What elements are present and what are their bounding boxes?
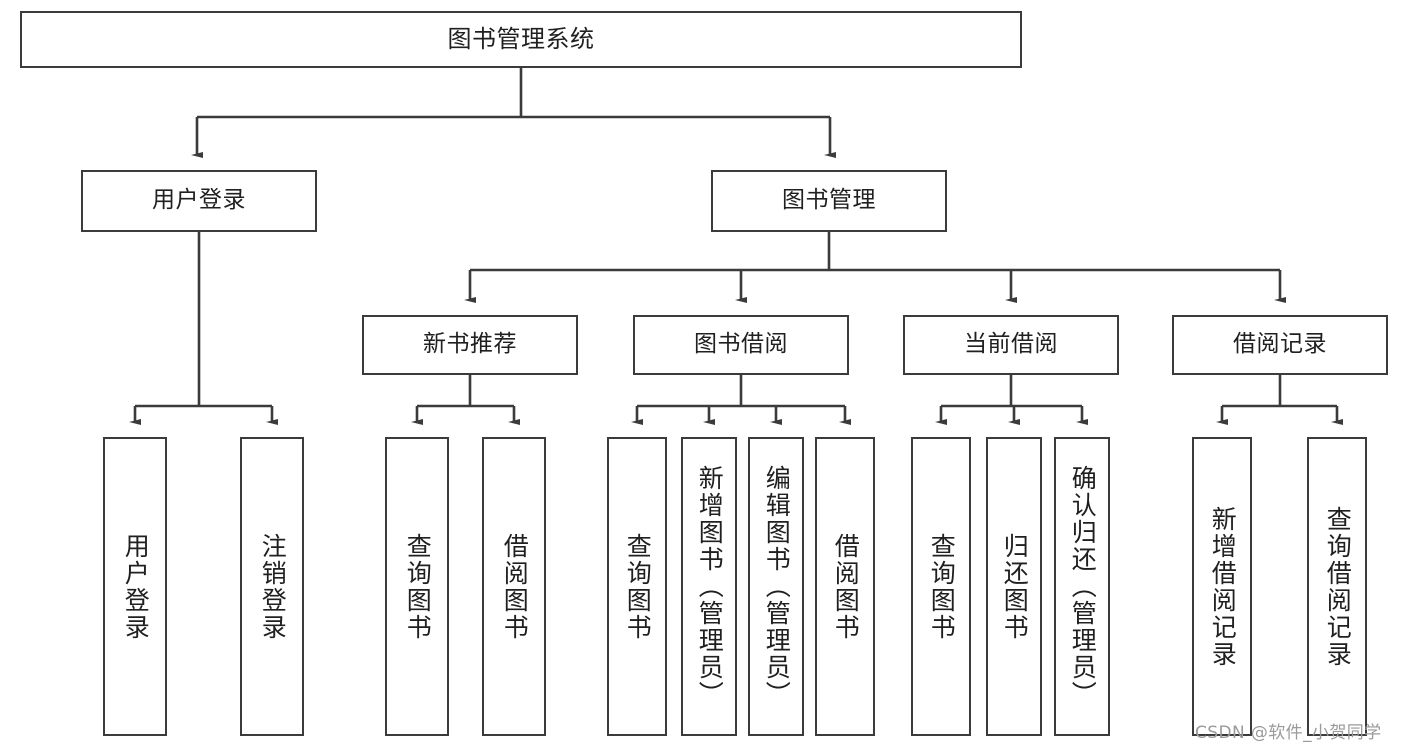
node-current-borrow[interactable]: 当前借阅 <box>903 315 1119 375</box>
leaf-query-book-current[interactable]: 查询图书 <box>911 437 971 736</box>
node-label: 查询图书 <box>623 532 653 641</box>
node-label: 编辑图书（管理员） <box>762 465 792 708</box>
node-label: 新书推荐 <box>423 331 517 358</box>
node-label: 当前借阅 <box>964 331 1058 358</box>
node-borrow-record[interactable]: 借阅记录 <box>1172 315 1388 375</box>
leaf-edit-book-admin[interactable]: 编辑图书（管理员） <box>748 437 804 736</box>
node-book-borrow[interactable]: 图书借阅 <box>633 315 849 375</box>
leaf-query-book-borrow[interactable]: 查询图书 <box>607 437 667 736</box>
leaf-add-borrow-record[interactable]: 新增借阅记录 <box>1192 437 1252 736</box>
node-label: 图书借阅 <box>694 331 788 358</box>
csdn-watermark: CSDN @软件_小贺同学 <box>1195 723 1382 743</box>
node-label: 借阅图书 <box>831 532 861 641</box>
node-label: 用户登录 <box>121 532 151 641</box>
leaf-logout[interactable]: 注销登录 <box>240 437 304 736</box>
leaf-query-borrow-record[interactable]: 查询借阅记录 <box>1307 437 1367 736</box>
node-label: 查询图书 <box>927 532 957 641</box>
leaf-confirm-return-admin[interactable]: 确认归还（管理员） <box>1054 437 1110 736</box>
leaf-query-book-recommend[interactable]: 查询图书 <box>385 437 449 736</box>
leaf-user-login[interactable]: 用户登录 <box>103 437 167 736</box>
node-label: 查询借阅记录 <box>1323 505 1353 668</box>
node-label: 确认归还（管理员） <box>1068 465 1098 708</box>
node-book-management[interactable]: 图书管理 <box>711 170 947 232</box>
node-label: 图书管理系统 <box>447 25 595 54</box>
leaf-borrow-book[interactable]: 借阅图书 <box>815 437 875 736</box>
leaf-return-book[interactable]: 归还图书 <box>986 437 1042 736</box>
node-new-book-recommend[interactable]: 新书推荐 <box>362 315 578 375</box>
node-root[interactable]: 图书管理系统 <box>20 11 1022 68</box>
node-label: 借阅记录 <box>1233 331 1327 358</box>
leaf-add-book-admin[interactable]: 新增图书（管理员） <box>681 437 737 736</box>
node-label: 新增借阅记录 <box>1208 505 1238 668</box>
node-label: 图书管理 <box>782 187 876 214</box>
node-label: 注销登录 <box>258 532 288 641</box>
node-label: 查询图书 <box>403 532 433 641</box>
node-label: 借阅图书 <box>500 532 530 641</box>
leaf-borrow-book-recommend[interactable]: 借阅图书 <box>482 437 546 736</box>
node-label: 用户登录 <box>152 187 246 214</box>
node-label: 归还图书 <box>1000 532 1030 641</box>
node-label: 新增图书（管理员） <box>695 465 725 708</box>
node-user-login[interactable]: 用户登录 <box>81 170 317 232</box>
